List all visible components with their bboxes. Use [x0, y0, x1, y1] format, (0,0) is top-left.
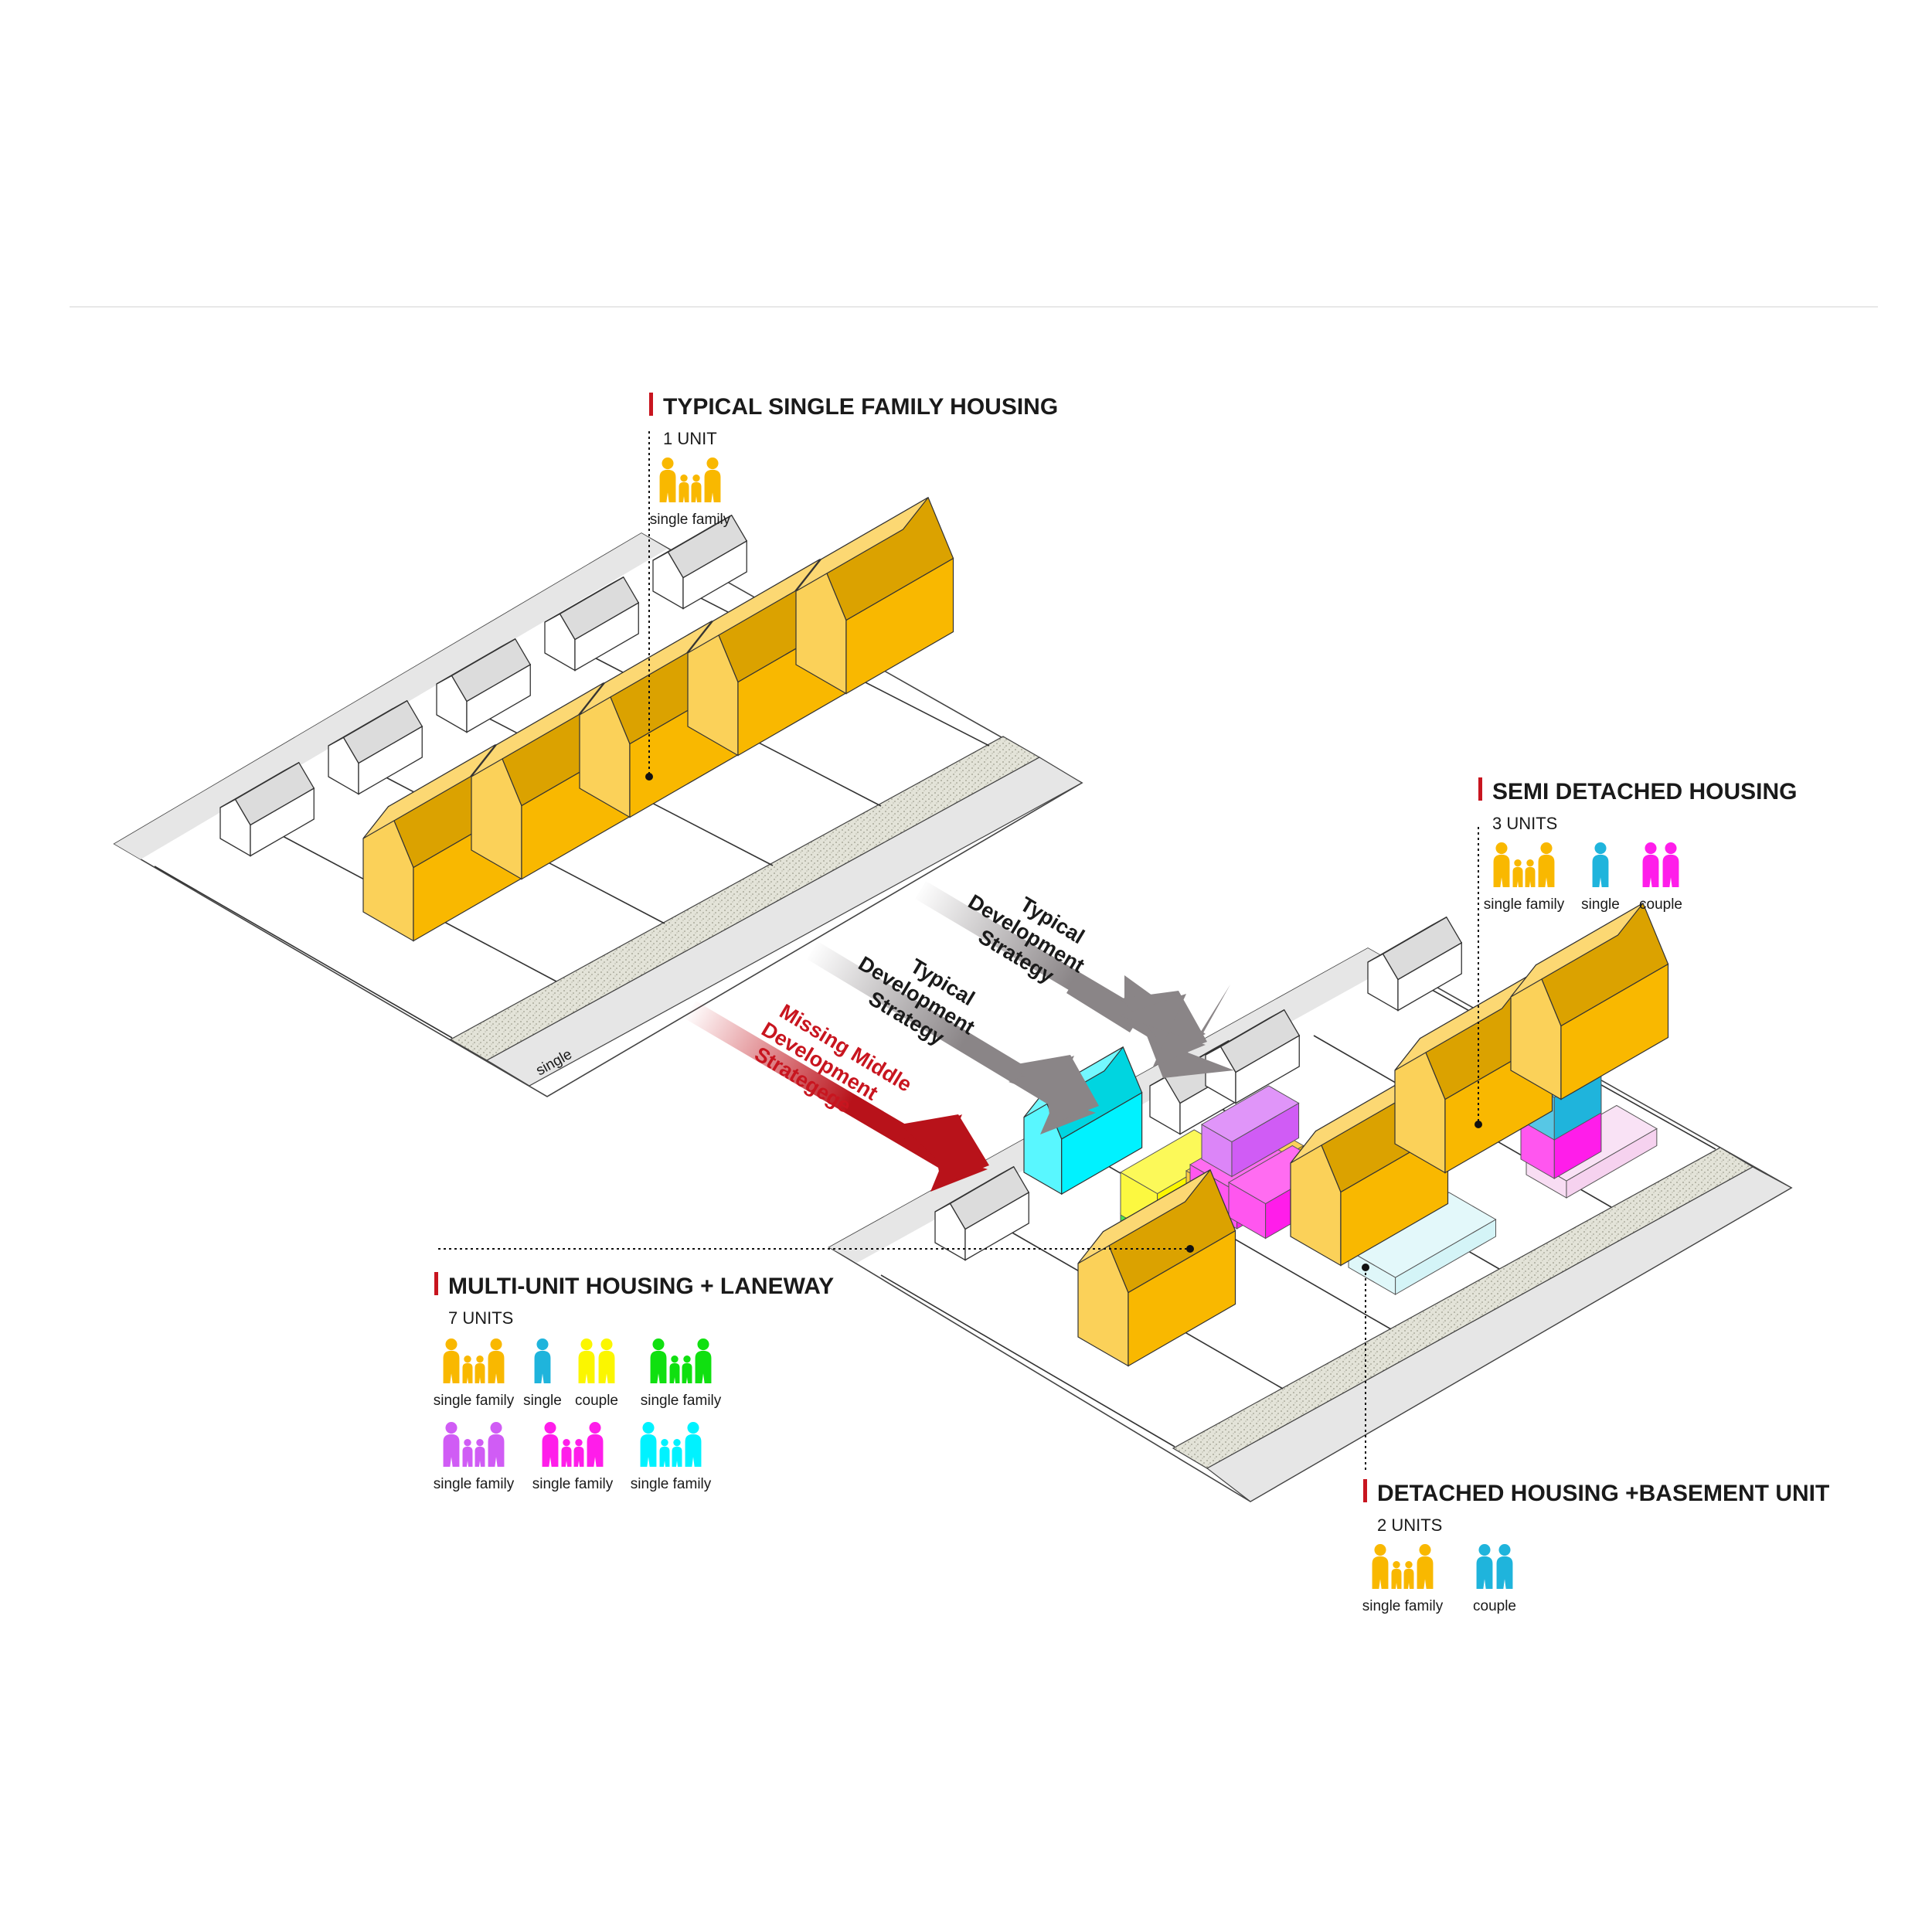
people-family-5: single family — [434, 1422, 515, 1492]
people-caption: couple — [1639, 896, 1682, 913]
basement-unit — [1348, 1192, 1497, 1295]
people-caption: single family — [1484, 896, 1565, 913]
section-title: TYPICAL SINGLE FAMILY HOUSING — [663, 394, 1058, 420]
section-units: 3 UNITS — [1492, 814, 1557, 833]
people-caption: single family — [532, 1476, 614, 1492]
house-1 — [362, 743, 522, 942]
people-caption: couple — [575, 1393, 618, 1409]
typical-arrow-1-tip — [1119, 994, 1206, 1066]
label-multi: MULTI-UNIT HOUSING + LANEWAY 7 UNITS sin… — [434, 1272, 834, 1492]
leader-detached-dot — [1362, 1264, 1369, 1271]
section-title: DETACHED HOUSING +BASEMENT UNIT — [1377, 1481, 1829, 1506]
people-family-6: single family — [532, 1422, 614, 1492]
garage-b2-3 — [1205, 1009, 1301, 1104]
people-single-2: single — [1581, 842, 1620, 913]
missing-middle-arrow — [685, 1001, 989, 1192]
label-semi: SEMI DETACHED HOUSING 3 UNITS single fam… — [1478, 777, 1797, 913]
section-units: 2 UNITS — [1377, 1515, 1442, 1535]
section-title: MULTI-UNIT HOUSING + LANEWAY — [448, 1274, 834, 1299]
people-caption: single family — [641, 1393, 722, 1409]
people-family-4: single family — [641, 1338, 722, 1409]
existing-block: single — [113, 496, 1083, 1097]
garage-1 — [219, 761, 315, 857]
people-caption: single — [1581, 896, 1620, 913]
garage-3 — [436, 638, 532, 733]
people-caption: single family — [434, 1476, 515, 1492]
label-detached: DETACHED HOUSING +BASEMENT UNIT 2 UNITS … — [1362, 1479, 1829, 1614]
people-couple-3: couple — [1639, 842, 1682, 913]
section-title: SEMI DETACHED HOUSING — [1492, 779, 1797, 804]
people-couple-3: couple — [575, 1338, 618, 1409]
garage-b2-4 — [1367, 916, 1463, 1012]
red-marker — [649, 393, 653, 416]
section-units: 7 UNITS — [448, 1308, 513, 1328]
unit-violet — [1201, 1085, 1300, 1178]
people-family-1: single family — [434, 1338, 515, 1409]
garage-5 — [652, 514, 748, 610]
block-1-lane-strip — [114, 533, 668, 859]
house-far-right — [1510, 902, 1669, 1100]
people-family-1: single family — [650, 457, 731, 528]
people-couple-2: couple — [1473, 1544, 1516, 1614]
block-1-street — [485, 757, 1083, 1087]
people-caption: single family — [1362, 1598, 1444, 1614]
people-row: single family — [650, 457, 731, 528]
garage-4 — [544, 576, 640, 672]
people-caption: single family — [650, 512, 731, 528]
garage-b2-1 — [934, 1165, 1030, 1261]
red-marker — [1478, 777, 1482, 801]
people-single-2: single — [523, 1338, 562, 1409]
section-units: 1 UNIT — [663, 429, 717, 448]
house-5 — [795, 496, 954, 695]
red-marker — [434, 1272, 438, 1295]
leader-semi-dot — [1475, 1121, 1482, 1128]
people-family-1: single family — [1362, 1544, 1444, 1614]
people-caption: single family — [631, 1476, 712, 1492]
people-row: single family couple — [1362, 1544, 1516, 1614]
leader-multi-dot — [1186, 1245, 1194, 1253]
garage-2 — [328, 699, 423, 795]
people-caption: couple — [1473, 1598, 1516, 1614]
people-family-1: single family — [1484, 842, 1565, 913]
label-typical: TYPICAL SINGLE FAMILY HOUSING 1 UNIT sin… — [649, 393, 1058, 528]
typical-development-arrow-2 — [807, 941, 1099, 1134]
people-row: single family single couple — [1484, 842, 1682, 913]
people-caption: single family — [434, 1393, 515, 1409]
redeveloped-block — [828, 902, 1793, 1502]
people-caption: single — [523, 1393, 562, 1409]
red-marker — [1363, 1479, 1367, 1502]
leader-typical-dot — [645, 773, 653, 781]
house-front-left — [1077, 1168, 1236, 1367]
block-2-street — [1206, 1166, 1793, 1502]
people-grid: single family single couple single family si… — [434, 1338, 722, 1492]
people-family-7: single family — [631, 1422, 712, 1492]
house-2 — [471, 682, 630, 880]
